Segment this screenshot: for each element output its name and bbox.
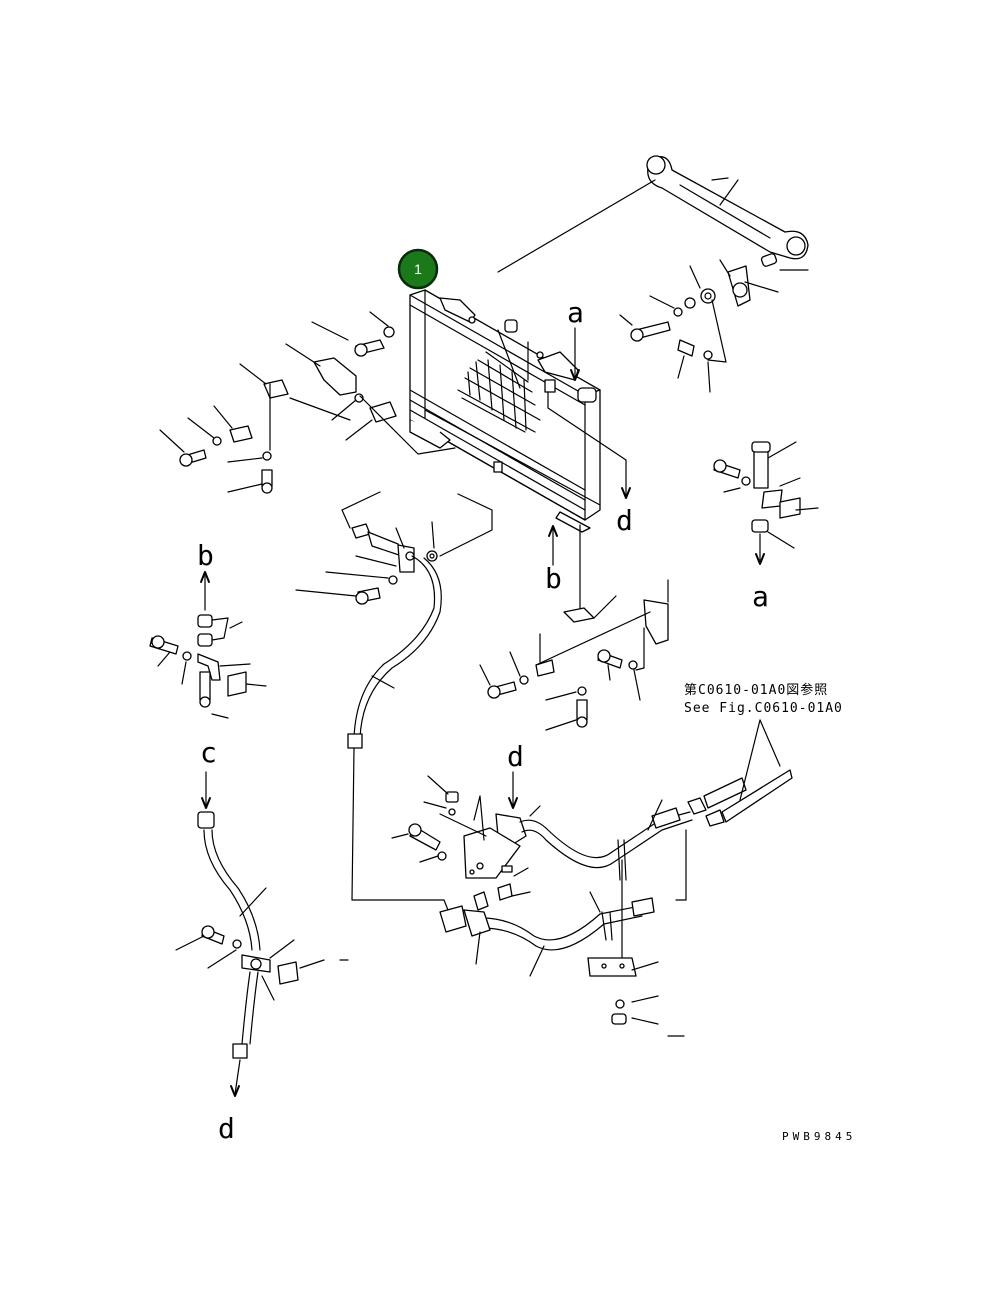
- arrow-head: [200, 571, 210, 583]
- arrow-up-icon: [548, 525, 558, 537]
- arrow-down-icon: [621, 487, 631, 499]
- callout-number: 1: [414, 261, 422, 277]
- callout-circle: [397, 248, 439, 290]
- right-mount-hardware: [713, 441, 819, 565]
- leader-line: [547, 391, 627, 496]
- oil-cooler-core: [409, 289, 601, 533]
- drawing-code: PWB9845: [782, 1130, 856, 1143]
- reference-letter-b: b: [545, 562, 562, 595]
- reference-note-japanese: 第C0610-01A0図参照: [684, 682, 828, 698]
- leader-line: [497, 329, 521, 389]
- reference-letter-a: a: [567, 296, 584, 329]
- stay-hardware: [619, 253, 809, 393]
- reference-letter-a: a: [752, 580, 769, 613]
- reference-letter-d: d: [616, 504, 633, 537]
- lower-right-bracket-group: [479, 579, 669, 731]
- leader-line: [719, 179, 739, 206]
- arrow-head: [508, 797, 518, 809]
- leader-line: [497, 179, 656, 273]
- reference-letter-d: d: [507, 740, 524, 773]
- reference-letter-b: b: [197, 539, 214, 572]
- drain-hose: [175, 811, 349, 1097]
- cooler-piping: [391, 775, 693, 1037]
- left-mount-hardware: [159, 311, 456, 494]
- left-b-hardware: [149, 614, 267, 719]
- reference-hoses: [687, 719, 793, 827]
- callout-1: 1: [397, 248, 439, 290]
- reference-letter-d: d: [218, 1112, 235, 1145]
- arrow-head: [201, 797, 211, 809]
- stay-bar: [646, 155, 809, 260]
- reference-letter-c: c: [200, 736, 217, 769]
- reference-note-english: See Fig.C0610-01A0: [684, 701, 843, 716]
- arrow-head: [570, 369, 580, 381]
- cooler-inlet-hose: [295, 491, 493, 916]
